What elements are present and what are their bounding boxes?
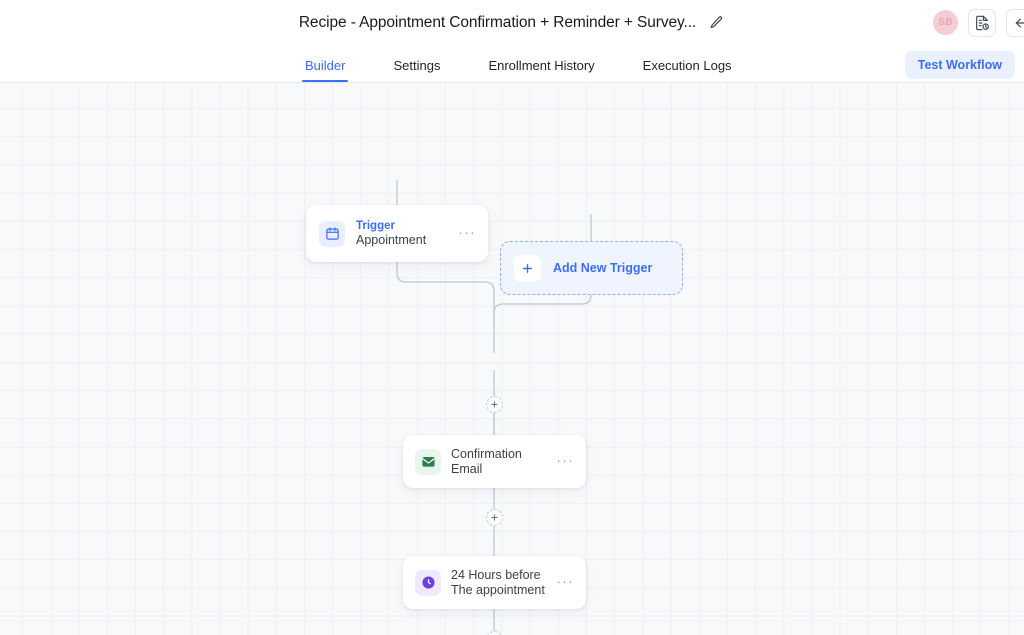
plus-icon [514, 254, 541, 282]
add-step-button[interactable] [486, 396, 503, 413]
tab-enrollment-history[interactable]: Enrollment History [488, 58, 595, 73]
delay-node[interactable]: 24 Hours before The appointment ··· [403, 556, 586, 609]
title-group: Recipe - Appointment Confirmation + Remi… [299, 14, 725, 32]
add-step-button[interactable] [486, 509, 503, 526]
test-workflow-button[interactable]: Test Workflow [904, 51, 1015, 79]
arrow-left-icon[interactable] [1006, 8, 1024, 37]
avatar[interactable]: SB [933, 10, 958, 35]
add-new-trigger-label: Add New Trigger [553, 261, 653, 275]
tab-execution-logs[interactable]: Execution Logs [642, 58, 732, 73]
pencil-icon[interactable] [707, 14, 725, 32]
tab-builder[interactable]: Builder [301, 58, 349, 82]
node-menu[interactable]: ··· [556, 451, 574, 468]
node-label: Confirmation Email [451, 446, 522, 476]
add-new-trigger-button[interactable]: Add New Trigger [500, 241, 683, 295]
envelope-icon [415, 448, 441, 475]
tab-settings[interactable]: Settings [393, 58, 441, 73]
connector-edges [396, 180, 592, 631]
header-actions: SB [933, 0, 1024, 45]
trigger-node-text: Trigger Appointment [356, 219, 447, 248]
trigger-node-menu[interactable]: ··· [458, 223, 476, 240]
page-title: Recipe - Appointment Confirmation + Remi… [298, 13, 697, 31]
trigger-node[interactable]: Trigger Appointment ··· [306, 205, 488, 262]
workflow-canvas[interactable]: Trigger Appointment ··· Add New Trigger [0, 83, 1024, 635]
trigger-node-kicker: Trigger [356, 220, 395, 232]
trigger-node-subtitle: Appointment [356, 233, 427, 247]
action-node-confirmation-email[interactable]: Confirmation Email ··· [403, 435, 586, 488]
tab-bar: Builder Settings Enrollment History Exec… [0, 45, 1024, 83]
node-label: 24 Hours before The appointment [451, 567, 545, 597]
node-menu[interactable]: ··· [556, 572, 574, 589]
app-header: Recipe - Appointment Confirmation + Remi… [0, 0, 1024, 45]
document-history-icon[interactable] [968, 8, 996, 37]
calendar-icon [319, 220, 345, 247]
clock-icon [415, 569, 441, 596]
add-step-button[interactable] [486, 631, 503, 635]
